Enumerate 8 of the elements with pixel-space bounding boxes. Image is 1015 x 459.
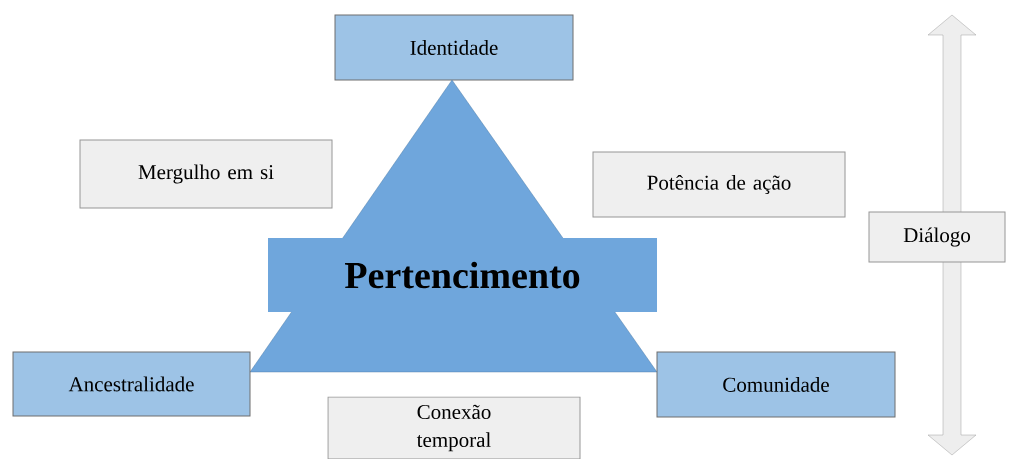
concept-box: Identidade <box>334 14 574 81</box>
node-label: Pertencimento <box>344 261 580 289</box>
concept-box: Ancestralidade <box>12 351 251 417</box>
concept-box: Mergulho em si <box>79 139 333 209</box>
concept-box: Potência de ação <box>592 151 846 218</box>
concept-box: Comunidade <box>656 351 896 418</box>
concept-box: Conexão temporal <box>327 396 581 459</box>
concept-box: Diálogo <box>868 211 1006 263</box>
